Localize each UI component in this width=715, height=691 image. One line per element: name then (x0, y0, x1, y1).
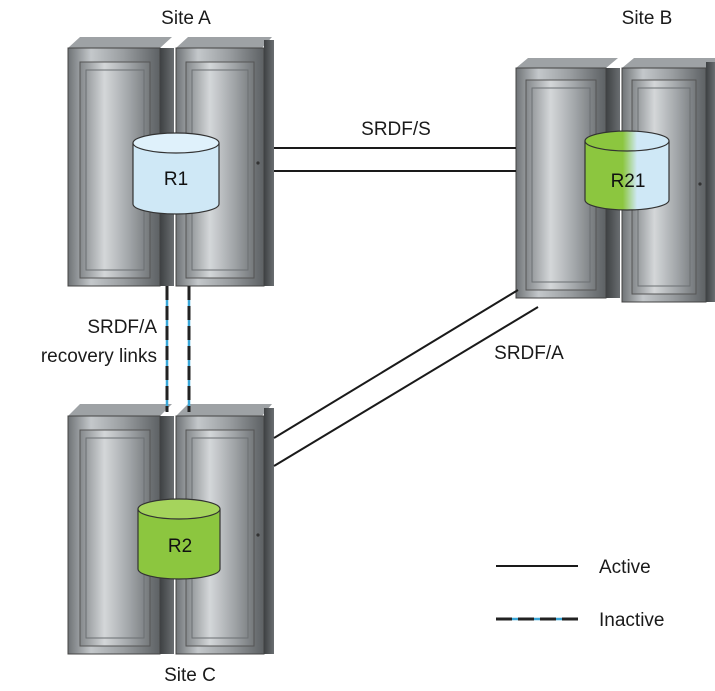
site-a-label: Site A (161, 8, 211, 29)
recovery-link-label-line2: recovery links (41, 346, 157, 367)
link-srdf-s-label: SRDF/S (361, 119, 431, 140)
link-srdf-a-recovery-a-to-c (165, 286, 191, 412)
site-a-cabinet-right (175, 37, 274, 287)
disk-r2-label: R2 (168, 536, 192, 557)
site-b-label: Site B (622, 8, 673, 29)
link-srdf-s-a-to-b (274, 147, 516, 172)
site-c-label: Site C (164, 665, 216, 686)
disk-r1-label: R1 (164, 169, 188, 190)
disk-r21-label: R21 (611, 171, 646, 192)
disk-r2 (137, 498, 221, 580)
recovery-link-label-line1: SRDF/A (87, 317, 157, 338)
disk-r21 (584, 130, 670, 211)
site-c-storage-array (67, 404, 274, 655)
legend-active-label: Active (599, 557, 651, 578)
legend-inactive-label: Inactive (599, 610, 664, 631)
legend: Active Inactive (496, 557, 664, 631)
site-a-storage-array (67, 37, 274, 287)
disk-r1 (132, 132, 220, 215)
link-srdf-a-label: SRDF/A (494, 343, 564, 364)
link-srdf-a-b-to-c (273, 289, 539, 467)
